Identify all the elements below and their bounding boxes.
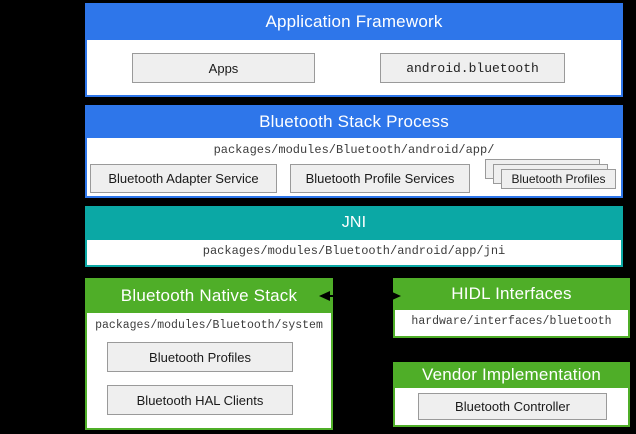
jni-path: packages/modules/Bluetooth/android/app/j… [87,244,621,258]
bluetooth-native-stack-header: Bluetooth Native Stack [85,278,333,313]
bluetooth-stack-process-panel: packages/modules/Bluetooth/android/app/ … [87,138,621,196]
bluetooth-native-stack-section: Bluetooth Native Stack packages/modules/… [85,278,333,430]
vendor-implementation-section: Vendor Implementation Bluetooth Controll… [393,362,630,427]
application-framework-header: Application Framework [85,3,623,40]
jni-header: JNI [85,206,623,240]
hidl-interfaces-path: hardware/interfaces/bluetooth [395,315,628,328]
bluetooth-native-stack-path: packages/modules/Bluetooth/system [87,319,331,332]
vendor-implementation-header: Vendor Implementation [393,362,630,388]
bluetooth-native-stack-panel: packages/modules/Bluetooth/system Blueto… [87,313,331,428]
hidl-interfaces-header: HIDL Interfaces [393,278,630,310]
hidl-interfaces-section: HIDL Interfaces hardware/interfaces/blue… [393,278,630,338]
native-bluetooth-profiles-box: Bluetooth Profiles [107,342,293,372]
jni-section: JNI packages/modules/Bluetooth/android/a… [85,206,623,267]
bluetooth-profiles-stack-box: Bluetooth Profiles [501,169,616,189]
jni-panel: packages/modules/Bluetooth/android/app/j… [87,240,621,265]
apps-box: Apps [132,53,315,83]
bidirectional-arrow-icon [318,290,402,302]
bluetooth-hal-clients-box: Bluetooth HAL Clients [107,385,293,415]
bluetooth-stack-process-header: Bluetooth Stack Process [85,105,623,138]
android-bluetooth-box: android.bluetooth [380,53,565,83]
bluetooth-profile-services-box: Bluetooth Profile Services [290,164,470,193]
application-framework-section: Application Framework Apps android.bluet… [85,3,623,97]
bluetooth-adapter-service-box: Bluetooth Adapter Service [90,164,277,193]
bluetooth-stack-process-path: packages/modules/Bluetooth/android/app/ [87,143,621,157]
hidl-interfaces-panel: hardware/interfaces/bluetooth [395,310,628,336]
bluetooth-profiles-card-stack: Bluetooth Profiles [485,159,617,193]
bluetooth-stack-process-section: Bluetooth Stack Process packages/modules… [85,105,623,198]
application-framework-panel: Apps android.bluetooth [87,40,621,95]
bluetooth-controller-box: Bluetooth Controller [418,393,607,420]
vendor-implementation-panel: Bluetooth Controller [395,388,628,425]
